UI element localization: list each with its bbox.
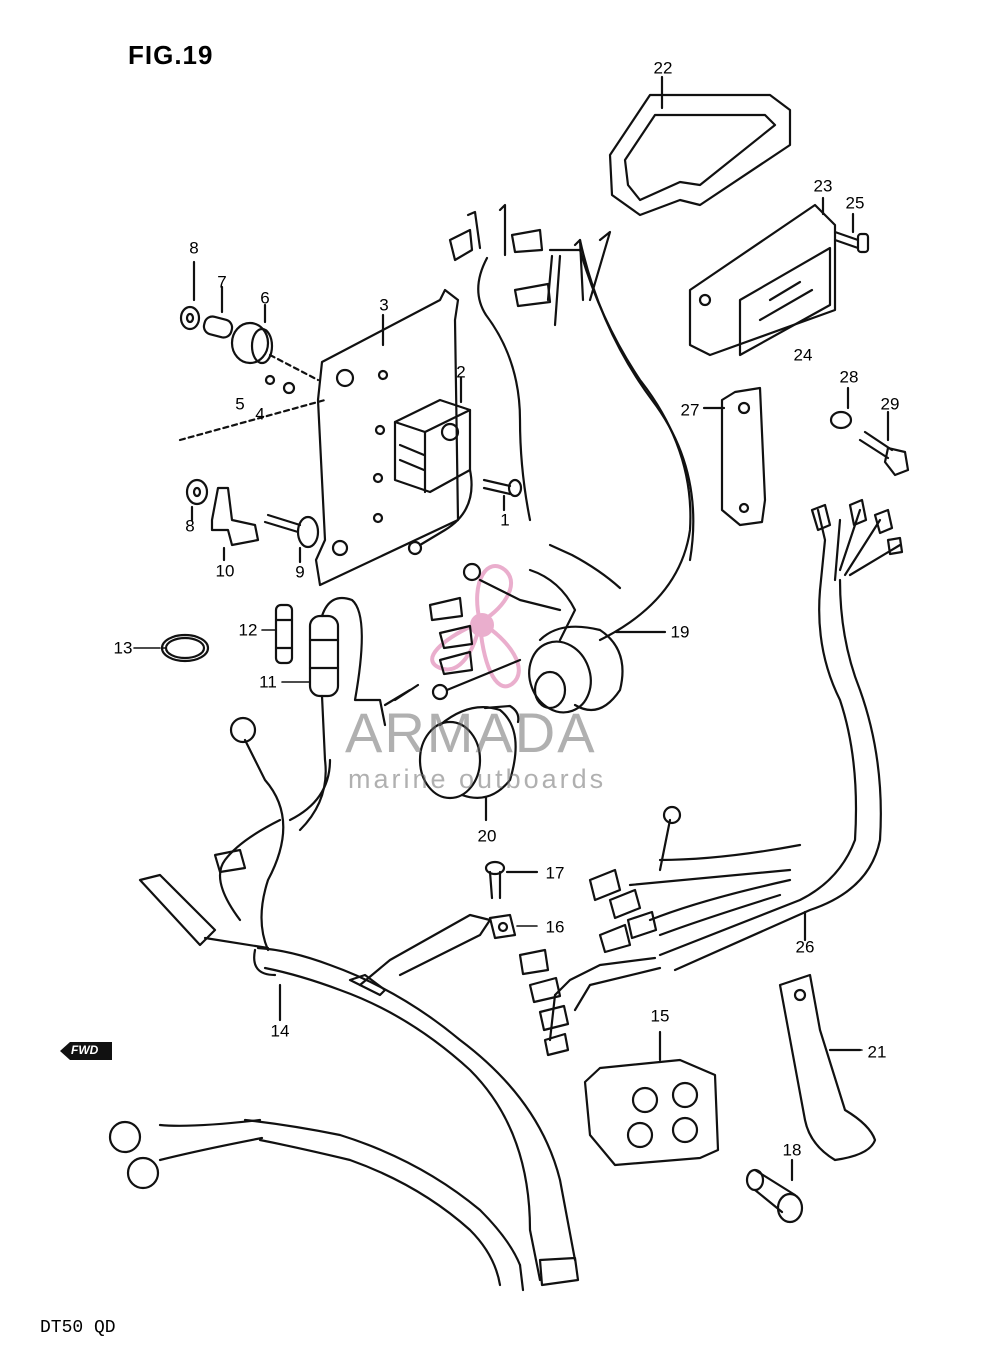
part-29-bolt [858, 410, 910, 477]
dashed-leader [178, 398, 327, 442]
callout-21: 21 [867, 1042, 887, 1062]
part-26-harness [518, 498, 904, 1057]
callout-27: 27 [680, 400, 700, 420]
callout-14: 14 [270, 1021, 290, 1041]
callout-22: 22 [653, 58, 673, 78]
part-8-washer-lower [185, 478, 209, 522]
part-14-main-harness [108, 716, 580, 1292]
part-25-bolt [833, 212, 870, 254]
callout-26: 26 [795, 937, 815, 957]
callout-9: 9 [295, 562, 305, 582]
part-12-fuse [274, 603, 294, 665]
callout-8-lower: 8 [185, 516, 195, 536]
fwd-arrow-icon: FWD [60, 1040, 112, 1062]
callout-15: 15 [650, 1006, 670, 1026]
ignition-coil-icon [528, 625, 667, 714]
part-9-bolt [263, 513, 320, 564]
part-16-clamp [488, 913, 517, 940]
callout-24: 24 [793, 345, 813, 365]
part-5-nut [264, 374, 276, 386]
callout-1: 1 [500, 510, 510, 530]
dashed-leader [268, 353, 320, 382]
callout-11: 11 [259, 672, 277, 692]
part-15-grommet-block [583, 1030, 720, 1167]
part-22-box-cover [608, 75, 792, 217]
callout-6: 6 [260, 288, 270, 308]
part-10-clip [210, 486, 260, 562]
callout-29: 29 [880, 394, 900, 414]
callout-4: 4 [255, 404, 265, 424]
callout-7: 7 [217, 272, 227, 292]
callout-25: 25 [845, 193, 865, 213]
part-23-cdi-unit [688, 196, 837, 357]
part-19-harness [428, 203, 695, 701]
part-20-coil-cover [418, 704, 520, 822]
callout-8: 8 [189, 238, 199, 258]
part-13-o-ring [160, 633, 210, 663]
callout-18: 18 [782, 1140, 802, 1160]
part-21-bracket [778, 973, 877, 1162]
part-7-collar [202, 285, 234, 339]
callout-2: 2 [456, 362, 466, 382]
part-2-rectifier [393, 376, 473, 556]
figure-title: FIG.19 [128, 40, 214, 70]
part-4-nut [282, 381, 296, 395]
callout-3: 3 [379, 295, 389, 315]
part-6-grommet [230, 303, 274, 365]
callout-19: 19 [670, 622, 690, 642]
callout-16: 16 [545, 917, 565, 937]
callout-leaders [133, 407, 863, 1051]
watermark-brand: ARMADA [345, 701, 597, 764]
part-17-screw [484, 860, 539, 900]
part-1-screw [482, 478, 523, 512]
watermark-tagline: marine outboards [348, 764, 607, 794]
part-3-mounting-plate [314, 288, 460, 587]
callout-10: 10 [215, 561, 235, 581]
callout-17: 17 [545, 863, 565, 883]
callout-12: 12 [238, 620, 258, 640]
fwd-label: FWD [71, 1043, 99, 1057]
watermark-propeller-icon [430, 564, 521, 689]
model-code: DT50 QD [40, 1318, 116, 1338]
part-18-pin [745, 1158, 804, 1224]
callout-23: 23 [813, 176, 833, 196]
callout-28: 28 [839, 367, 859, 387]
part-28-washer [829, 386, 853, 430]
callout-5: 5 [235, 394, 245, 414]
part-11-fuse-holder [298, 596, 420, 832]
part-8-washer [179, 260, 201, 331]
callout-13: 13 [113, 638, 133, 658]
callout-20: 20 [477, 826, 497, 846]
